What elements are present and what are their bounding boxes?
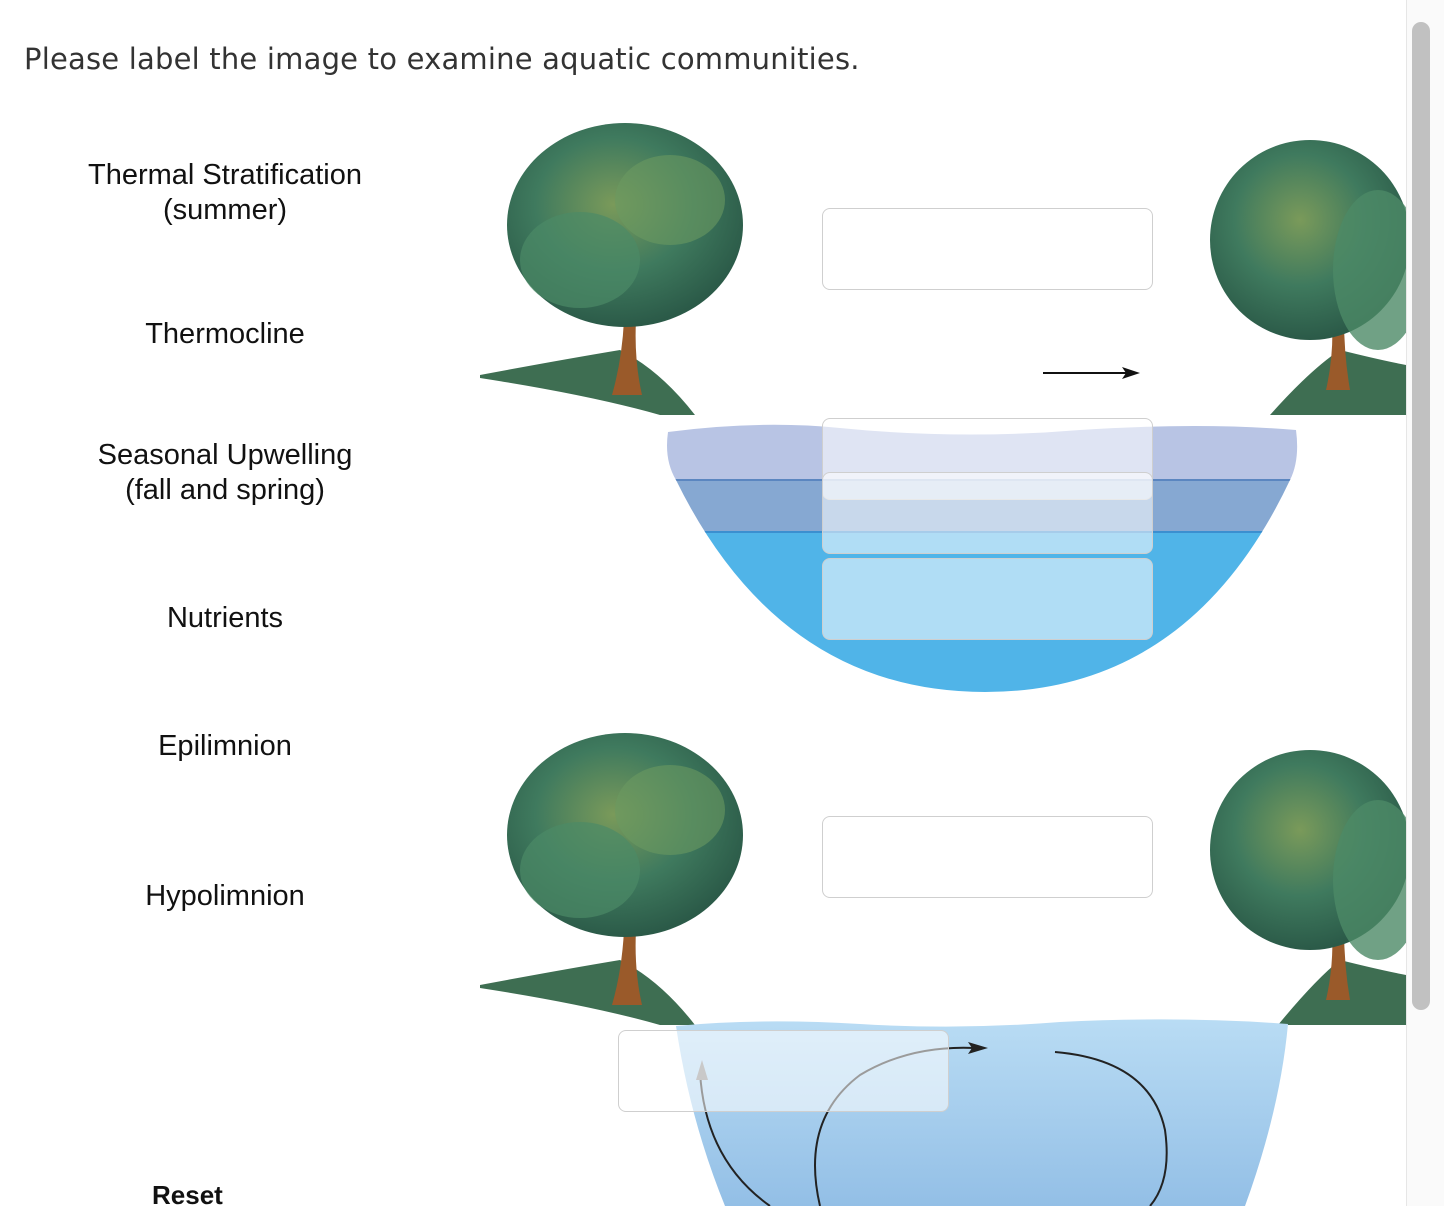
drop-target-1[interactable] xyxy=(822,208,1153,290)
arrow-right-icon xyxy=(968,1042,988,1054)
tree-icon xyxy=(480,123,743,415)
tree-icon xyxy=(1210,750,1406,1025)
label-thermal-stratification[interactable]: Thermal Stratification(summer) xyxy=(88,159,362,226)
arrow-right-icon xyxy=(1043,367,1140,379)
drop-target-5[interactable] xyxy=(822,816,1153,898)
label-nutrients[interactable]: Nutrients xyxy=(166,602,284,634)
drop-target-4[interactable] xyxy=(822,558,1153,640)
label-thermocline[interactable]: Thermocline xyxy=(145,318,305,350)
instruction-text: Please label the image to examine aquati… xyxy=(24,42,860,76)
scrollbar-thumb[interactable] xyxy=(1412,22,1430,1010)
drop-target-3[interactable] xyxy=(822,472,1153,554)
label-epilimnion[interactable]: Epilimnion xyxy=(158,730,292,762)
lake-diagram xyxy=(480,123,1406,1206)
label-seasonal-upwelling[interactable]: Seasonal Upwelling(fall and spring) xyxy=(97,439,353,506)
reset-button[interactable]: Reset xyxy=(152,1180,223,1210)
label-hypolimnion[interactable]: Hypolimnion xyxy=(145,880,305,912)
tree-icon xyxy=(1210,140,1406,415)
drop-target-6[interactable] xyxy=(618,1030,949,1112)
tree-icon xyxy=(480,733,743,1025)
